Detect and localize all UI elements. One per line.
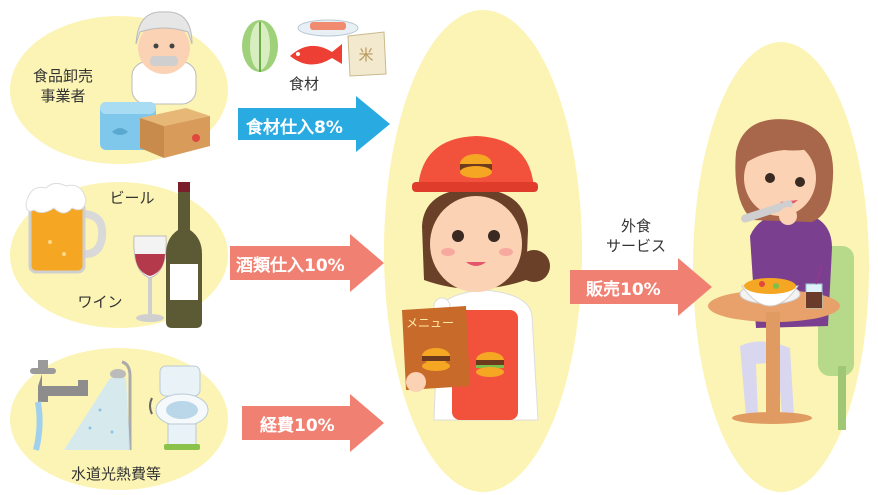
liquor-purchase-arrow: [230, 234, 384, 292]
expenses-label: 経費10%: [260, 416, 335, 436]
wholesaler-person-icon: [131, 11, 197, 105]
beer-label: ビール: [109, 189, 155, 207]
wine-glass-icon: [133, 235, 167, 322]
liquor-purchase-label: 酒類仕入10%: [236, 256, 345, 276]
sales-label: 販売10%: [586, 280, 661, 300]
ingredients-label: 食材: [288, 75, 319, 93]
sales-arrow: [570, 258, 712, 316]
toilet-icon: [149, 365, 209, 450]
fish-plate-icon: [290, 19, 359, 65]
svg-text:米: 米: [358, 46, 373, 64]
cardboard-box-icon: [140, 108, 210, 158]
utilities-label: 水道光熱費等: [70, 465, 161, 483]
service-label: 外食 サービス: [605, 217, 666, 255]
cabbage-icon: [242, 20, 278, 72]
ingredients-purchase-label: 食材仕入8%: [246, 118, 343, 138]
wine-label: ワイン: [77, 293, 123, 311]
wholesaler-label: 食品卸売 事業者: [32, 67, 93, 105]
menu-title: メニュー: [406, 316, 455, 330]
shower-icon: [64, 360, 132, 450]
menu-card-icon: [402, 306, 470, 392]
beer-mug-icon: [25, 182, 107, 274]
wine-bottle-icon: [166, 182, 202, 328]
faucet-icon: [30, 360, 88, 451]
expenses-arrow: [242, 394, 384, 452]
rice-bag-icon: 米: [347, 31, 387, 77]
customer-dining-icon: [708, 119, 854, 430]
ingredients-purchase-arrow: [238, 96, 390, 152]
